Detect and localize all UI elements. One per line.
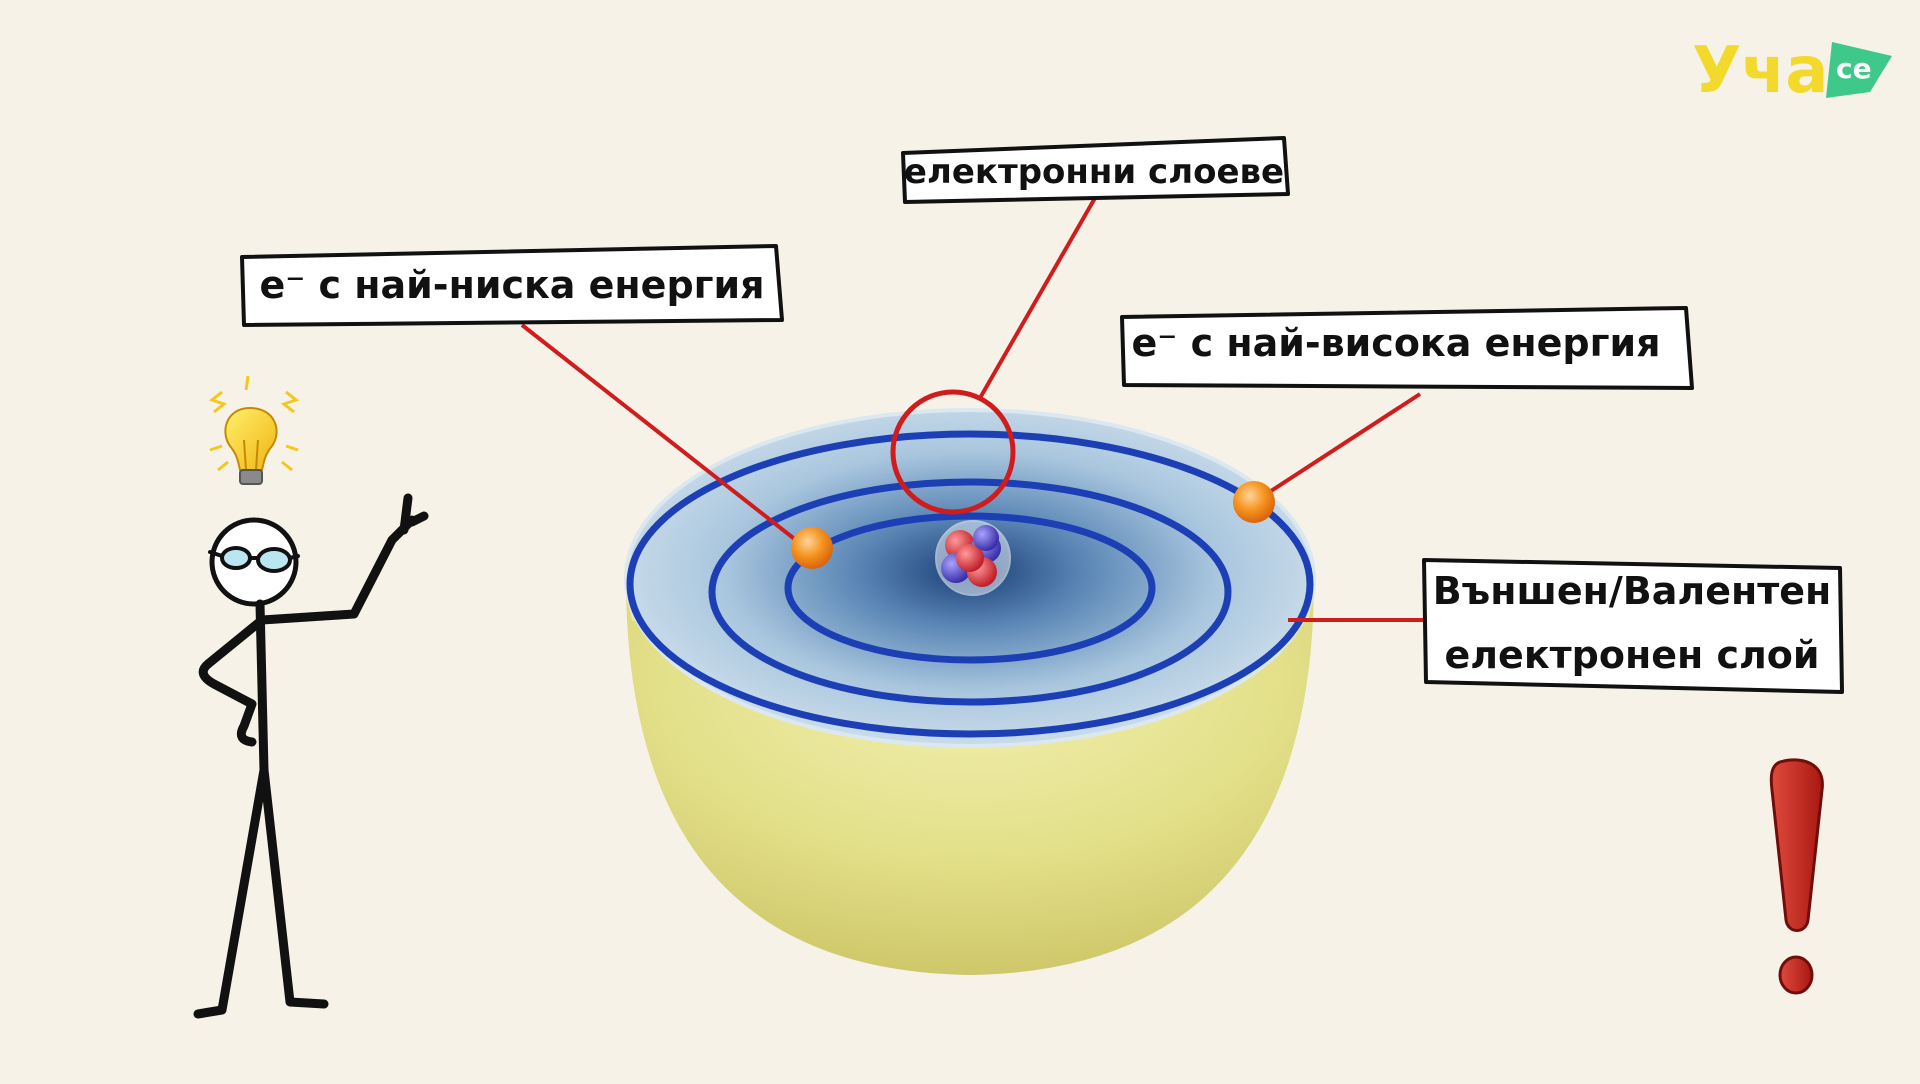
stick-figure-icon [193, 493, 429, 1019]
shell-ring-inner [784, 512, 1156, 664]
label-lowest-energy-text: e⁻ с най-ниска енергия [259, 263, 764, 307]
brand-logo: Уча се [1692, 34, 1892, 108]
lightbulb-icon [208, 375, 300, 485]
shell-ring-outer [626, 430, 1314, 738]
cross-section-edge [624, 408, 1316, 748]
pointer-line-lowest [520, 323, 808, 550]
label-electron-shells-text: електронни слоеве [904, 152, 1284, 192]
logo-text: Уча [1692, 34, 1828, 108]
pointer-line-highest [1252, 392, 1422, 504]
label-lowest-energy: e⁻ с най-ниска енергия [240, 244, 784, 327]
exclamation-icon [1769, 758, 1824, 995]
electron-high-energy [1233, 481, 1275, 523]
label-outer-shell-line2: електронен слой [1444, 633, 1819, 677]
label-outer-shell-line1: Външен/Валентен [1433, 569, 1832, 613]
logo-badge [1826, 42, 1892, 98]
logo-suffix: се [1836, 52, 1872, 85]
label-electron-shells: електронни слоеве [901, 136, 1290, 204]
pointer-line-shells [978, 197, 1097, 399]
label-highest-energy: e⁻ с най-висока енергия [1120, 306, 1694, 390]
shell-ring-middle [708, 478, 1232, 706]
electron-low-energy [791, 527, 833, 569]
atom-hemisphere [624, 408, 1316, 975]
nucleus-icon [935, 520, 1011, 596]
highlight-circle [890, 389, 1016, 515]
label-highest-energy-text: e⁻ с най-висока енергия [1132, 321, 1661, 365]
pointer-lines [520, 197, 1424, 622]
label-outer-shell: Външен/Валентен електронен слой [1422, 558, 1844, 694]
